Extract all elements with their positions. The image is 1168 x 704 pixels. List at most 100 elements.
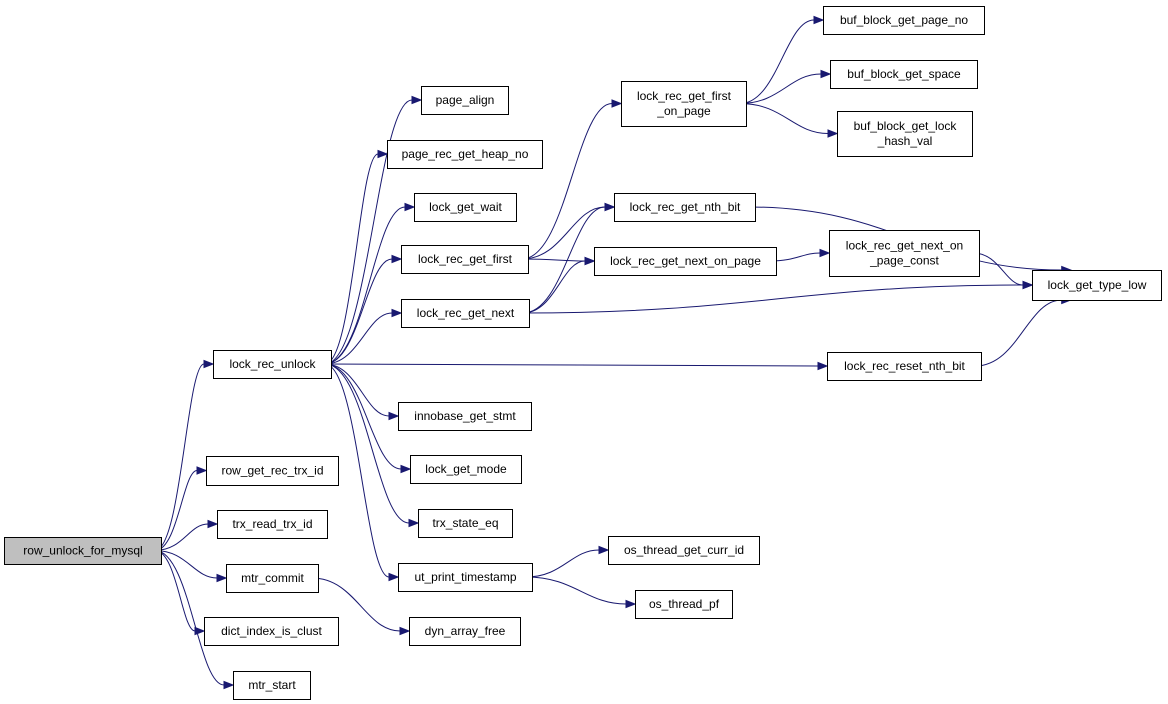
node-box (409, 617, 521, 646)
node-label: lock_rec_get_next (417, 306, 515, 320)
node-label: buf_block_get_space (847, 67, 961, 81)
node-page_align[interactable]: page_align (421, 86, 509, 115)
node-box (621, 81, 747, 127)
edge-lock_rec_get_next_on_page_const-to-lock_get_type_low (972, 252, 1034, 290)
node-lock_rec_get_next_on_page_const[interactable]: lock_rec_get_next_on_page_const (829, 230, 980, 277)
arrowhead-icon (207, 519, 219, 529)
node-label: lock_rec_get_next_on (846, 239, 963, 253)
node-label: ut_print_timestamp (414, 570, 516, 584)
node-dict_index_is_clust[interactable]: dict_index_is_clust (204, 617, 339, 646)
node-box (1032, 270, 1162, 301)
node-box (421, 86, 509, 115)
node-label: lock_rec_get_nth_bit (630, 200, 741, 214)
node-mtr_start[interactable]: mtr_start (233, 671, 311, 700)
arrowhead-icon (1022, 280, 1034, 290)
edge-mtr_commit-to-dyn_array_free (311, 577, 411, 636)
edge-lock_rec_unlock-to-innobase_get_stmt (324, 363, 400, 421)
edge-line (739, 73, 822, 104)
edge-lock_rec_unlock-to-lock_get_mode (324, 363, 412, 474)
node-box (204, 617, 339, 646)
edge-lock_rec_reset_nth_bit-to-lock_get_type_low (974, 295, 1073, 367)
node-label: row_get_rec_trx_id (221, 464, 323, 478)
node-lock_rec_reset_nth_bit[interactable]: lock_rec_reset_nth_bit (827, 352, 982, 381)
edge-line (154, 550, 225, 686)
arrowhead-icon (391, 308, 403, 318)
node-innobase_get_stmt[interactable]: innobase_get_stmt (398, 402, 532, 431)
arrowhead-icon (408, 518, 420, 528)
node-label: os_thread_pf (649, 597, 720, 611)
node-trx_state_eq[interactable]: trx_state_eq (418, 509, 513, 538)
node-lock_rec_get_next[interactable]: lock_rec_get_next (401, 299, 530, 328)
edge-lock_rec_unlock-to-lock_rec_reset_nth_bit (324, 361, 829, 371)
call-graph-edges (154, 15, 1073, 690)
node-label: _page_const (869, 254, 939, 268)
node-label: lock_rec_get_first (418, 252, 513, 266)
arrowhead-icon (388, 572, 400, 582)
arrowhead-icon (611, 99, 623, 108)
node-label: lock_rec_reset_nth_bit (844, 359, 965, 373)
node-box (217, 510, 328, 539)
node-label: lock_rec_get_next_on_page (610, 254, 761, 268)
arrowhead-icon (399, 626, 411, 636)
edge-lock_rec_get_next_on_page-to-lock_rec_get_next_on_page_const (769, 248, 831, 262)
node-lock_rec_get_nth_bit[interactable]: lock_rec_get_nth_bit (614, 193, 756, 222)
edge-line (525, 576, 627, 605)
edge-line (522, 206, 606, 314)
node-box (206, 456, 339, 486)
edge-line (769, 252, 821, 262)
node-ut_print_timestamp[interactable]: ut_print_timestamp (398, 563, 533, 592)
edge-lock_rec_unlock-to-page_align (324, 95, 423, 365)
node-trx_read_trx_id[interactable]: trx_read_trx_id (217, 510, 328, 539)
node-box (4, 537, 162, 565)
node-os_thread_get_curr_id[interactable]: os_thread_get_curr_id (608, 536, 760, 565)
node-os_thread_pf[interactable]: os_thread_pf (635, 590, 733, 619)
node-lock_get_type_low[interactable]: lock_get_type_low (1032, 270, 1162, 301)
node-lock_get_wait[interactable]: lock_get_wait (414, 193, 517, 222)
edge-lock_rec_get_first_on_page-to-buf_block_get_space (739, 69, 832, 104)
edge-line (324, 363, 390, 417)
node-mtr_commit[interactable]: mtr_commit (226, 564, 319, 593)
node-lock_rec_get_first[interactable]: lock_rec_get_first (401, 245, 529, 274)
edge-line (324, 206, 406, 365)
node-lock_rec_get_first_on_page[interactable]: lock_rec_get_first_on_page (621, 81, 747, 127)
edge-lock_rec_unlock-to-lock_get_wait (324, 202, 416, 365)
node-lock_rec_unlock[interactable]: lock_rec_unlock (213, 350, 332, 379)
arrowhead-icon (377, 149, 389, 159)
arrowhead-icon (411, 95, 423, 105)
edge-line (324, 363, 402, 470)
edge-line (324, 99, 413, 365)
arrowhead-icon (827, 129, 839, 138)
edge-lock_rec_unlock-to-page_rec_get_heap_no (324, 149, 389, 365)
edge-row_unlock_for_mysql-to-mtr_start (154, 550, 235, 690)
node-buf_block_get_space[interactable]: buf_block_get_space (830, 60, 978, 89)
node-dyn_array_free[interactable]: dyn_array_free (409, 617, 521, 646)
edge-line (324, 312, 393, 365)
edge-line (521, 206, 606, 260)
edge-lock_rec_get_next-to-lock_get_type_low (522, 280, 1034, 314)
edge-line (972, 252, 1024, 286)
edge-lock_rec_get_next-to-lock_rec_get_nth_bit (522, 202, 616, 314)
node-lock_get_mode[interactable]: lock_get_mode (410, 455, 522, 484)
edge-line (974, 299, 1062, 367)
node-label: lock_get_type_low (1048, 278, 1147, 292)
edge-line (522, 260, 586, 314)
node-box (401, 245, 529, 274)
node-row_unlock_for_mysql[interactable]: row_unlock_for_mysql (4, 537, 162, 565)
node-row_get_rec_trx_id[interactable]: row_get_rec_trx_id (206, 456, 339, 486)
edge-lock_rec_unlock-to-lock_rec_get_next (324, 308, 403, 365)
edge-lock_rec_get_first_on_page-to-buf_block_get_lock_hash_val (739, 103, 839, 138)
node-buf_block_get_lock_hash_val[interactable]: buf_block_get_lock_hash_val (837, 111, 973, 157)
arrowhead-icon (817, 361, 829, 371)
edge-line (525, 549, 600, 578)
arrowhead-icon (820, 69, 832, 79)
node-page_rec_get_heap_no[interactable]: page_rec_get_heap_no (387, 140, 543, 169)
edge-line (311, 577, 401, 632)
edge-lock_rec_unlock-to-trx_state_eq (324, 363, 420, 528)
edge-line (521, 103, 613, 260)
arrowhead-icon (604, 202, 616, 212)
node-box (414, 193, 517, 222)
node-lock_rec_get_next_on_page[interactable]: lock_rec_get_next_on_page (594, 247, 777, 276)
node-box (827, 352, 982, 381)
node-buf_block_get_page_no[interactable]: buf_block_get_page_no (823, 6, 985, 35)
node-label: lock_get_mode (425, 462, 507, 476)
